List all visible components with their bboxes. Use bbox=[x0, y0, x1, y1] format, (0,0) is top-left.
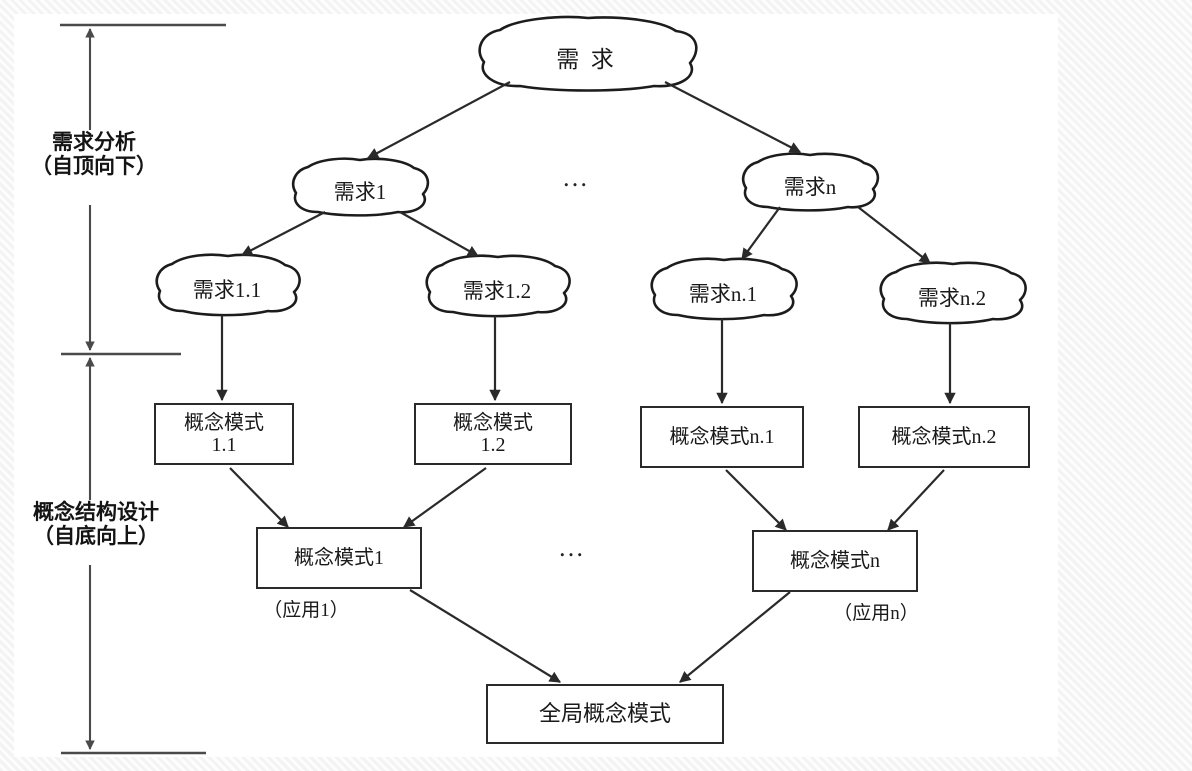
edge-reqn-to-reqn-2 bbox=[857, 206, 931, 264]
edge-schema-n-2-to-schema-n bbox=[887, 469, 945, 531]
annotation-application-n: （应用n） bbox=[833, 603, 919, 624]
cloud-outlines bbox=[155, 15, 1027, 325]
box-schema-n-2: 概念模式n.2 bbox=[858, 406, 1030, 468]
phase-label-requirement-analysis: 需求分析 （自顶向下） bbox=[31, 130, 157, 179]
cloud-root-outline bbox=[478, 15, 698, 92]
box-schema-1: 概念模式1 bbox=[256, 527, 422, 589]
annotation-application-1: （应用1） bbox=[263, 600, 349, 621]
integration-edges bbox=[229, 467, 945, 683]
edge-schema1-2-to-schema1 bbox=[403, 467, 487, 528]
box-schema-1-1: 概念模式 1.1 bbox=[154, 403, 294, 465]
edge-root-to-reqn bbox=[664, 81, 802, 153]
ellipsis-top: … bbox=[562, 163, 590, 192]
ellipsis-bottom: … bbox=[558, 533, 586, 562]
cloud-req1-2-outline bbox=[425, 254, 571, 318]
box-global-schema: 全局概念模式 bbox=[486, 684, 724, 744]
edge-reqn-to-reqn-1 bbox=[741, 206, 781, 260]
cloud-req1-outline bbox=[291, 157, 430, 217]
edge-schema-n-to-global bbox=[679, 591, 791, 683]
box-schema-n-1: 概念模式n.1 bbox=[640, 406, 804, 468]
edge-req1-to-req1-1 bbox=[240, 211, 326, 256]
cloud-reqn-2-outline bbox=[879, 261, 1027, 325]
box-schema-1-2: 概念模式 1.2 bbox=[414, 403, 572, 465]
phase-label-conceptual-design: 概念结构设计 （自底向上） bbox=[33, 500, 159, 549]
edge-req1-to-req1-2 bbox=[399, 211, 479, 257]
cloud-req1-1-outline bbox=[155, 253, 301, 317]
cloud-reqn-outline bbox=[741, 152, 880, 212]
phase-axis bbox=[60, 23, 226, 755]
edge-schema1-to-global bbox=[409, 589, 561, 683]
page-background bbox=[14, 14, 1058, 757]
edge-root-to-req1 bbox=[366, 81, 511, 159]
cloud-reqn-1-outline bbox=[650, 257, 798, 321]
edge-schema-n-1-to-schema-n bbox=[725, 469, 787, 531]
edge-schema1-1-to-schema1 bbox=[229, 467, 289, 528]
cloud-to-schema-edges bbox=[216, 315, 956, 405]
box-schema-n: 概念模式n bbox=[752, 530, 918, 592]
requirement-edges bbox=[240, 81, 931, 264]
